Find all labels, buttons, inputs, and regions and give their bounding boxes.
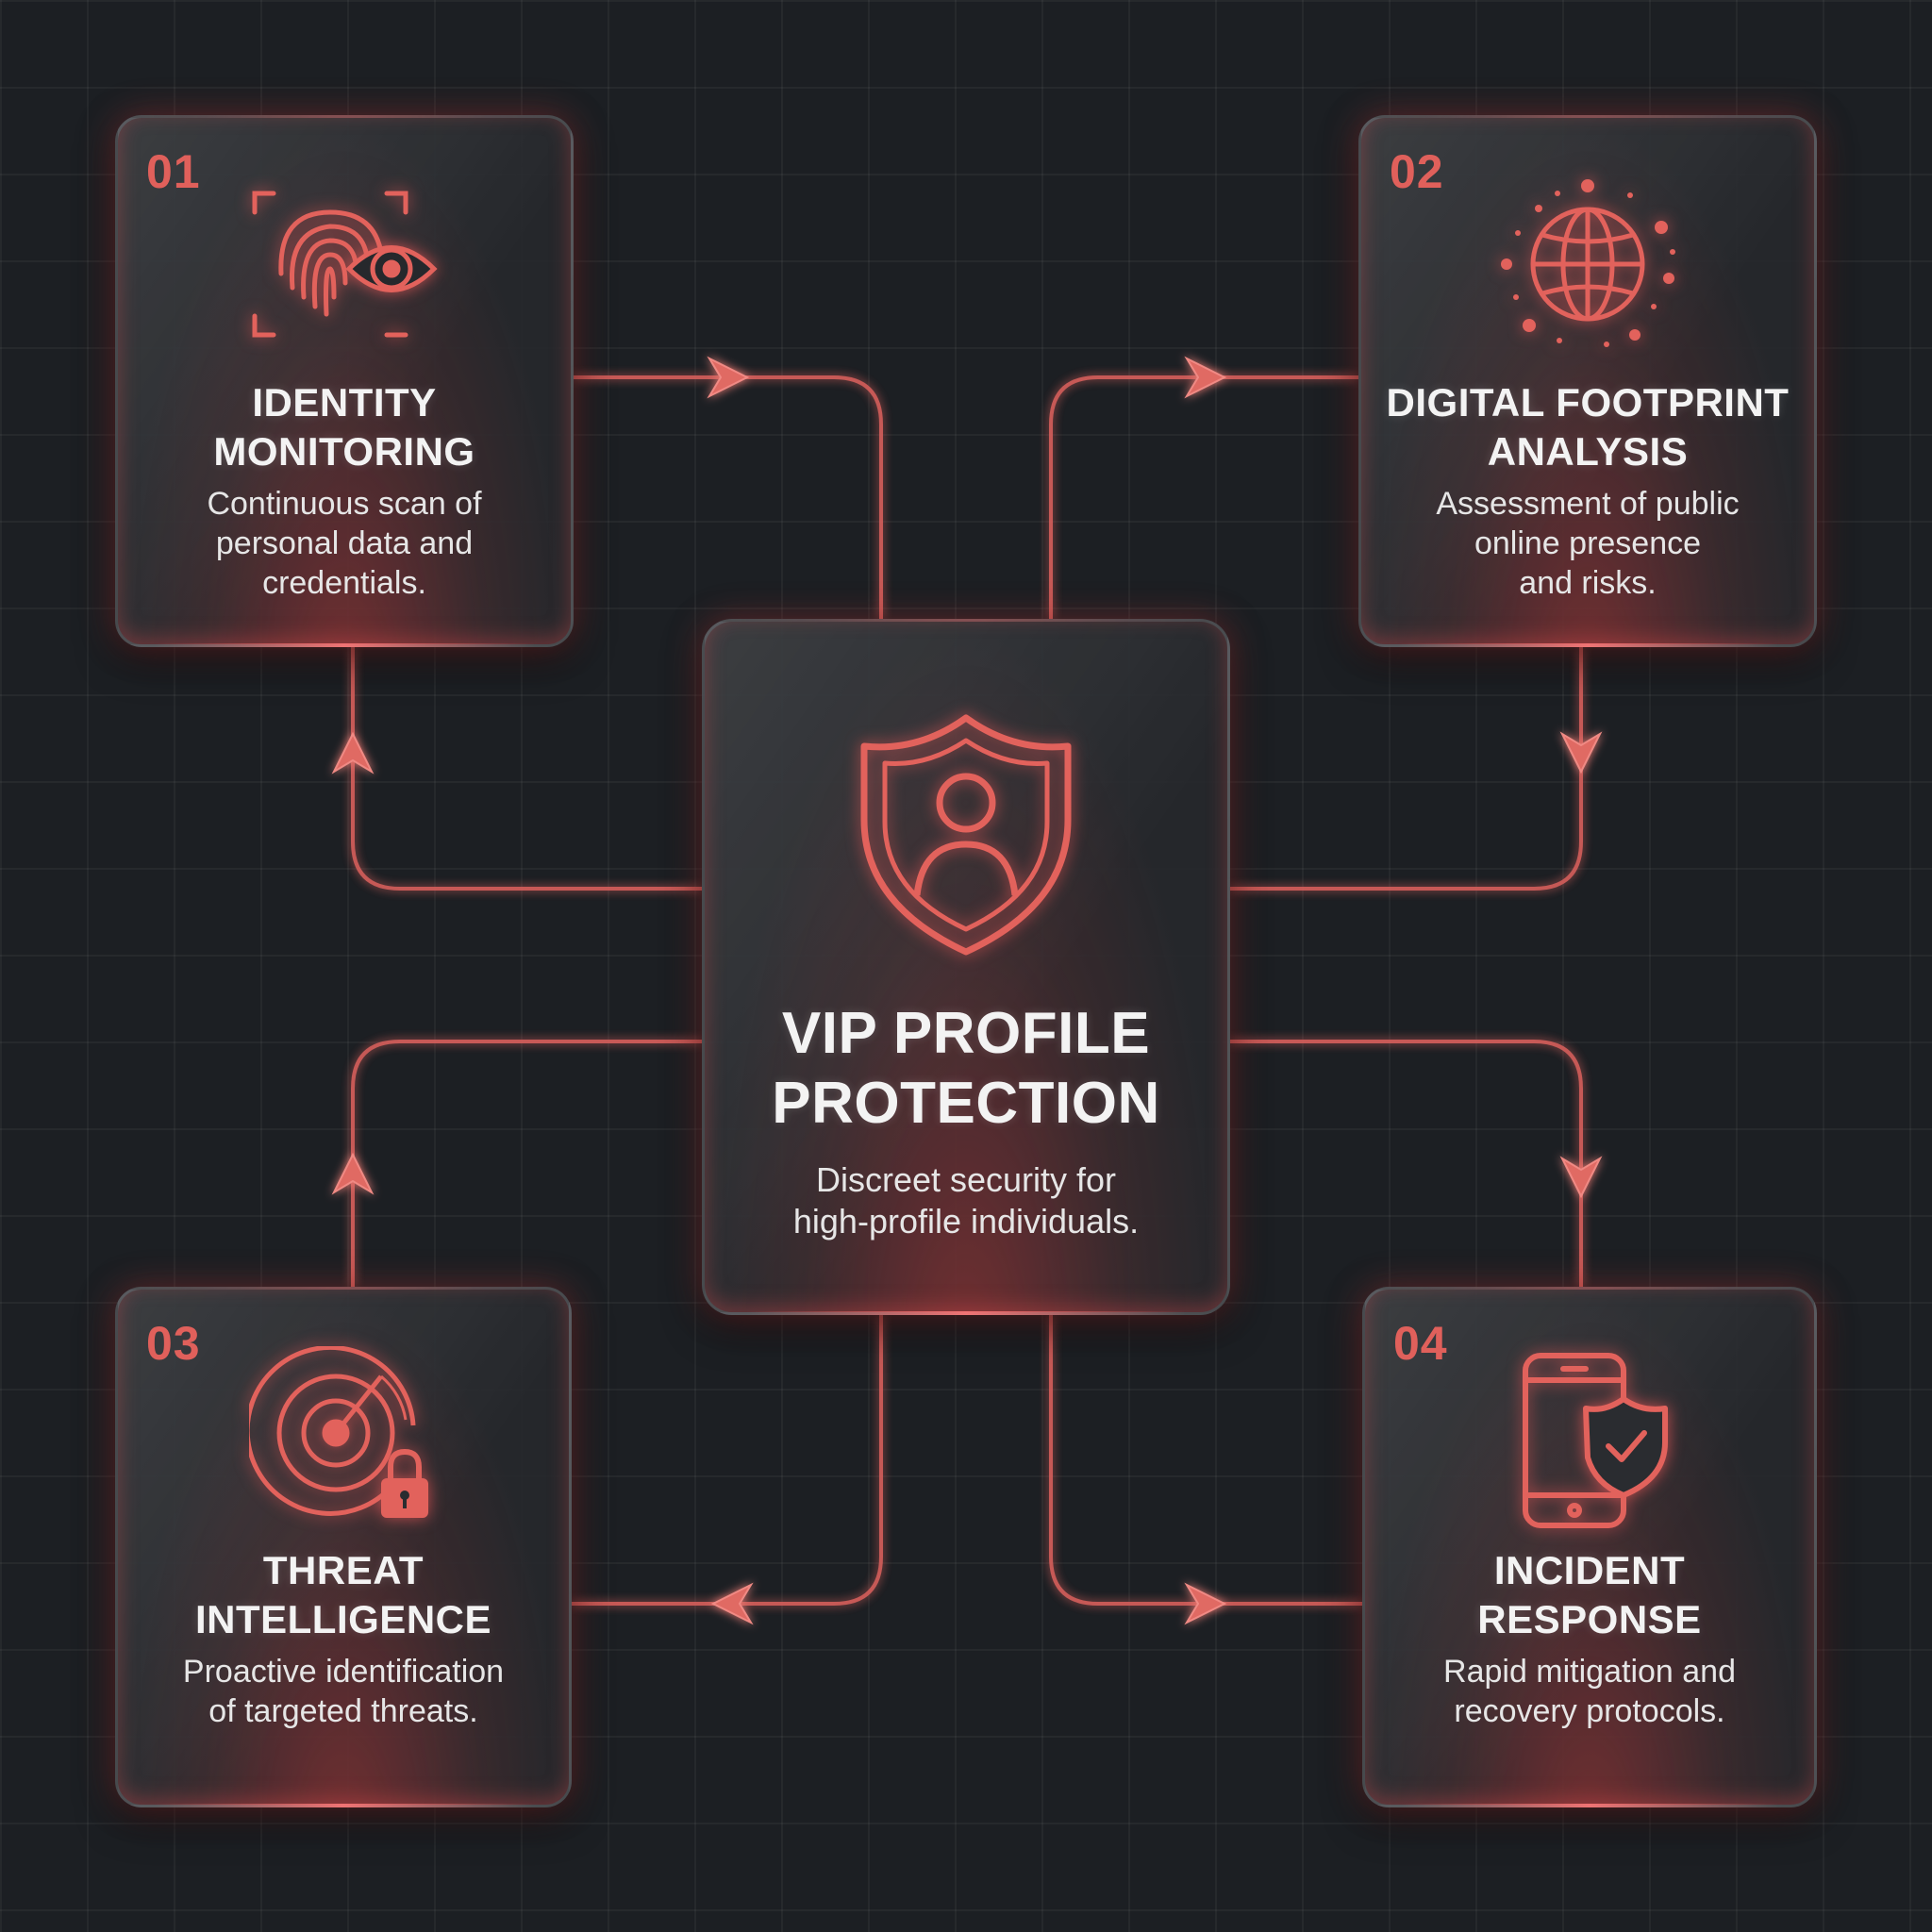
arrowhead-right-bottom xyxy=(1184,1582,1227,1625)
card-vip-profile-protection: VIP PROFILE PROTECTION Discreet security… xyxy=(702,619,1230,1315)
card-title-line: RESPONSE xyxy=(1477,1597,1702,1641)
card-number: 04 xyxy=(1393,1317,1448,1370)
card-number: 02 xyxy=(1390,145,1444,198)
card-digital-footprint-analysis: 02 DIGITAL FOOTPRINT ANALYSIS Assessment… xyxy=(1358,115,1817,647)
center-title-line: PROTECTION xyxy=(772,1071,1160,1136)
connector-center-to-03-bottom xyxy=(572,1315,883,1606)
arrowhead-down-right-upper xyxy=(1559,731,1603,774)
connector-center-to-02-down xyxy=(1230,647,1583,891)
card-title-line: INTELLIGENCE xyxy=(194,1597,491,1641)
card-title-line: THREAT xyxy=(262,1548,425,1592)
arrowhead-right-top-right xyxy=(1184,356,1227,399)
arrowhead-left-bottom xyxy=(710,1582,754,1625)
card-number: 03 xyxy=(146,1317,201,1370)
arrowhead-up-left-lower xyxy=(331,1152,375,1195)
phone-shield-icon xyxy=(1523,1353,1668,1528)
card-title: IDENTITY MONITORING xyxy=(127,378,561,476)
card-description: Rapid mitigation and recovery protocols. xyxy=(1384,1652,1795,1731)
card-description-line: credentials. xyxy=(262,565,426,601)
center-title-line: VIP PROFILE xyxy=(781,1001,1151,1066)
card-description-line: personal data and xyxy=(215,525,474,561)
card-title-line: MONITORING xyxy=(213,429,475,474)
card-title-line: INCIDENT xyxy=(1493,1548,1686,1592)
globe-network-icon xyxy=(1501,179,1675,347)
card-incident-response: 04 INCIDENT RESPONSE Rapid mitigation an… xyxy=(1362,1287,1817,1807)
card-description: Assessment of public online presence and… xyxy=(1380,484,1795,603)
card-identity-monitoring: 01 IDENTITY MONITORING Continuous scan o… xyxy=(115,115,574,647)
connector-center-to-01-return xyxy=(351,647,702,891)
card-description: Continuous scan of personal data and cre… xyxy=(137,484,552,603)
center-title: VIP PROFILE PROTECTION xyxy=(714,999,1218,1139)
card-threat-intelligence: 03 THREAT INTELLIGENCE Proactive identif… xyxy=(115,1287,572,1807)
fingerprint-eye-icon xyxy=(252,191,438,338)
card-description-line: Proactive identification xyxy=(182,1654,505,1690)
card-description-line: and risks. xyxy=(1519,565,1657,601)
arrowhead-up-left-upper xyxy=(331,731,375,774)
center-description-line: high-profile individuals. xyxy=(792,1202,1140,1241)
arrowhead-down-right-lower xyxy=(1559,1156,1603,1199)
center-description-line: Discreet security for xyxy=(815,1160,1117,1199)
card-description-line: recovery protocols. xyxy=(1454,1693,1725,1729)
arrowhead-right-top-left xyxy=(707,356,750,399)
connector-center-to-01 xyxy=(574,375,883,619)
card-number: 01 xyxy=(146,145,201,198)
card-title: DIGITAL FOOTPRINT ANALYSIS xyxy=(1371,378,1805,476)
connector-center-to-04-down xyxy=(1230,1040,1583,1287)
card-description-line: Rapid mitigation and xyxy=(1443,1654,1736,1690)
center-description: Discreet security for high-profile indiv… xyxy=(724,1159,1208,1242)
card-description-line: Continuous scan of xyxy=(207,486,482,522)
card-title-line: IDENTITY xyxy=(252,380,437,425)
card-title-line: ANALYSIS xyxy=(1487,429,1689,474)
card-title-line: DIGITAL FOOTPRINT xyxy=(1386,380,1790,425)
card-description: Proactive identification of targeted thr… xyxy=(137,1652,550,1731)
card-description-line: Assessment of public xyxy=(1436,486,1740,522)
card-title: THREAT INTELLIGENCE xyxy=(127,1546,559,1644)
shield-user-icon xyxy=(860,714,1072,956)
radar-lock-icon xyxy=(249,1346,428,1518)
connector-center-to-04-bottom xyxy=(1049,1315,1362,1606)
card-title: INCIDENT RESPONSE xyxy=(1374,1546,1805,1644)
connector-center-to-02 xyxy=(1049,375,1358,619)
connector-center-to-03 xyxy=(351,1040,702,1287)
card-description-line: online presence xyxy=(1474,525,1702,561)
card-description-line: of targeted threats. xyxy=(208,1693,478,1729)
